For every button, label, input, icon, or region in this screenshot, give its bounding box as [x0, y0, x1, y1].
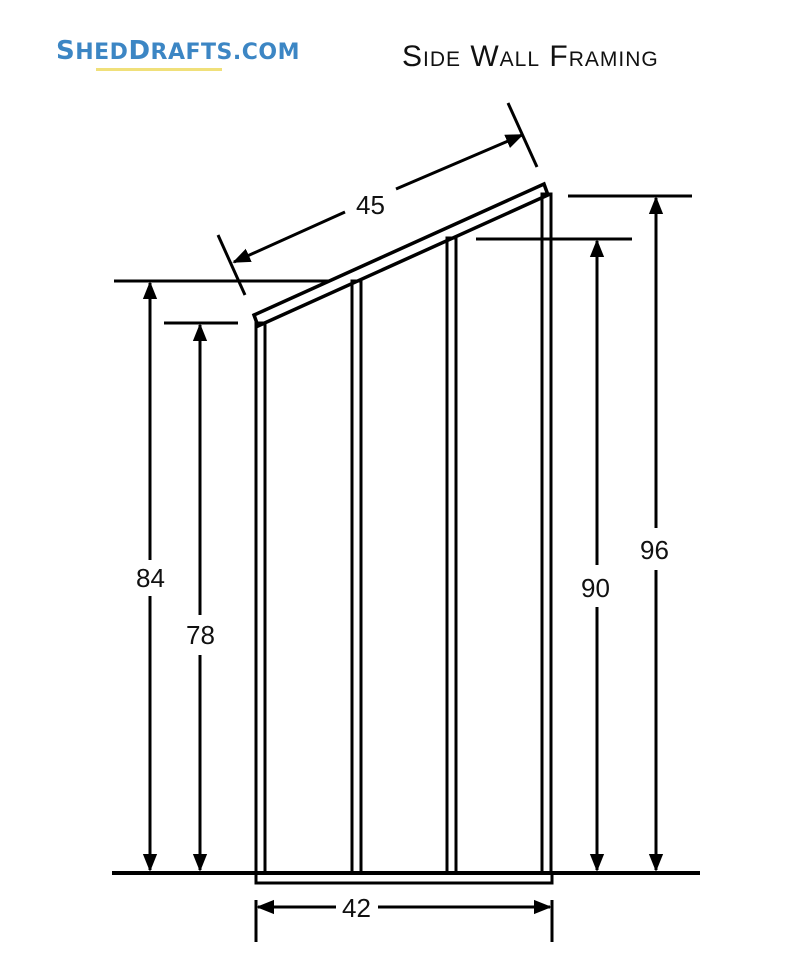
left-dimensions: [114, 279, 330, 872]
dim-rafter-length: 45: [356, 190, 385, 220]
diagram-title: Side Wall Framing: [402, 40, 659, 73]
brand-logo: SHEDDRAFTS.COM: [56, 36, 300, 66]
brand-text-hed: HED: [75, 40, 129, 65]
dim-wall-width: 42: [342, 893, 371, 923]
brand-underline: [96, 68, 222, 71]
rafter-dimension: [216, 102, 539, 296]
right-dimensions: [476, 194, 692, 872]
top-rafter: [251, 181, 551, 329]
width-dimension: [254, 899, 554, 942]
stud-3: [445, 236, 458, 875]
stud-2: [350, 279, 363, 875]
brand-letter-d: D: [128, 36, 151, 66]
dim-back-stud-height: 90: [581, 573, 610, 603]
dim-back-height-overall: 96: [640, 535, 669, 565]
stud-back: [540, 192, 553, 875]
stud-front: [254, 321, 267, 875]
bottom-plate: [254, 871, 554, 885]
brand-text-rafts: RAFTS.COM: [150, 40, 300, 65]
brand-letter-s: S: [56, 36, 76, 66]
dim-front-stud-height: 78: [186, 620, 215, 650]
studs: [254, 192, 553, 875]
dim-front-height-overall: 84: [136, 563, 165, 593]
